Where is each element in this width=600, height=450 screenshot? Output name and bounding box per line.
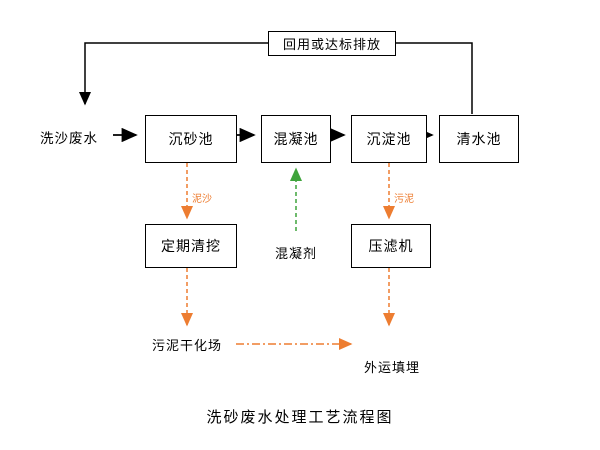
diagram-title: 洗砂废水处理工艺流程图 [206, 409, 394, 426]
sedimentation-tank-box: 沉淀池 [351, 115, 427, 163]
coagulant-label: 混凝剂 [274, 245, 317, 261]
grit-chamber-box: 沉砂池 [145, 115, 237, 163]
coagulation-tank-box: 混凝池 [261, 115, 331, 163]
sludge-drying-field-label: 污泥干化场 [151, 337, 222, 353]
clear-water-tank-box: 清水池 [439, 115, 519, 163]
sediment-flow-label: 泥沙 [192, 193, 212, 205]
influent-label: 洗沙废水 [40, 131, 98, 146]
outbound-landfill-label: 外运填埋 [363, 359, 420, 375]
sludge-flow-label: 污泥 [394, 193, 414, 205]
filter-press-box: 压滤机 [351, 224, 431, 268]
reuse-discharge-box: 回用或达标排放 [268, 31, 396, 56]
periodic-dredging-box: 定期清挖 [145, 224, 237, 268]
